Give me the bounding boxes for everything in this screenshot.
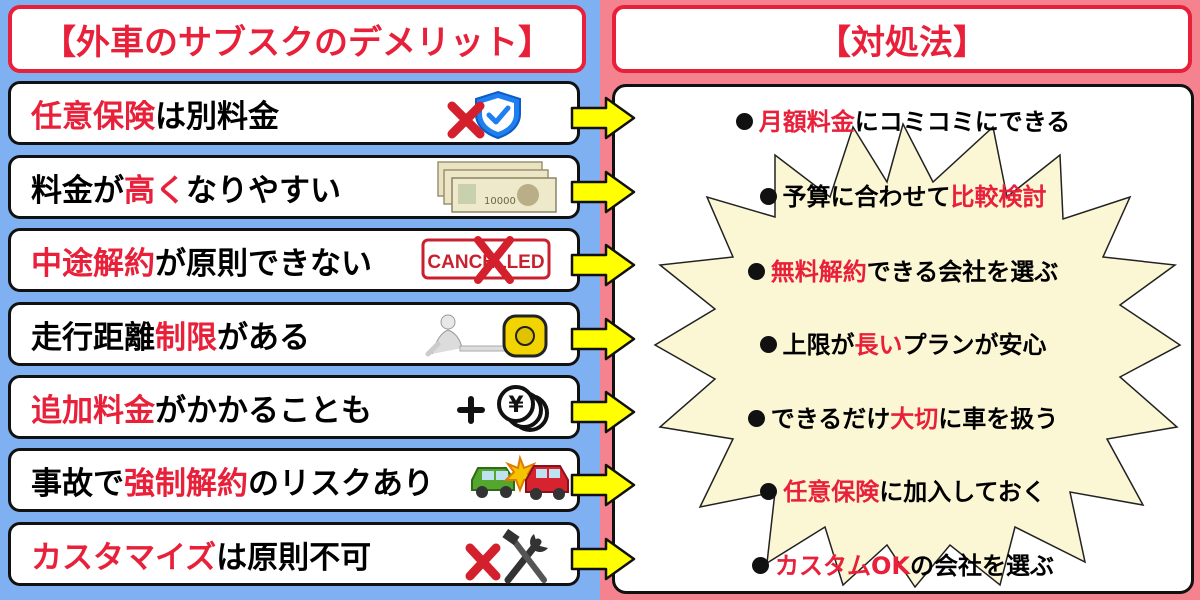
demerit-6-part-2: 強制解約	[124, 465, 248, 502]
bullet-dot	[735, 113, 753, 130]
demerit-5-part-1: 追加料金	[31, 392, 155, 429]
solution-4-part-3: プランが安心	[902, 331, 1047, 359]
no-tools-icon	[465, 528, 548, 584]
demerit-3-part-1: 中途解約	[31, 245, 155, 282]
solution-3-part-1: 無料解約	[770, 258, 867, 286]
demerit-3-part-2: が原則できない	[155, 245, 372, 282]
solution-2: 予算に合わせて比較検討	[612, 177, 1194, 212]
solution-6-part-1: 任意保険	[783, 478, 880, 506]
solutions-header-text: 【対処法】	[817, 22, 987, 63]
demerit-row-5: 追加料金がかかることも	[8, 375, 580, 439]
solution-1: 月額料金にコミコミにできる	[612, 102, 1194, 137]
solutions-panel	[612, 84, 1194, 594]
demerits-header: 【外車のサブスクのデメリット】	[8, 5, 586, 73]
burst-shape	[653, 121, 1182, 589]
demerit-4-part-3: がある	[217, 319, 310, 356]
solution-2-part-1: 予算に合わせて	[782, 183, 951, 211]
tape-measure-icon	[425, 314, 548, 358]
demerit-2-part-2: 高く	[124, 172, 186, 209]
car-crash-icon	[471, 454, 569, 500]
banknotes-icon: 10000	[437, 161, 557, 213]
bullet-dot	[747, 410, 765, 427]
demerits-header-text: 【外車のサブスクのデメリット】	[42, 22, 552, 63]
demerit-4-part-1: 走行距離	[31, 319, 155, 356]
demerit-row-4: 走行距離制限がある	[8, 302, 580, 366]
demerit-2-part-1: 料金が	[31, 172, 124, 209]
demerit-7-part-2: は原則不可	[216, 539, 372, 576]
solution-6: 任意保険に加入しておく	[612, 472, 1194, 507]
bullet-dot	[759, 188, 777, 205]
demerit-6-part-1: 事故で	[31, 465, 124, 502]
solution-7-part-2: の会社を選ぶ	[910, 552, 1054, 580]
arrow-right-icon	[570, 170, 636, 214]
bullet-dot	[759, 336, 777, 353]
demerit-6-part-3: のリスクあり	[248, 465, 434, 502]
solution-5-part-3: に車を扱う	[938, 405, 1059, 433]
arrow-right-icon	[570, 243, 636, 287]
solution-7-part-1: カスタムOK	[775, 552, 910, 580]
no-insurance-icon	[447, 90, 521, 140]
arrow-right-icon	[570, 96, 636, 140]
solution-4-part-2: 長い	[854, 331, 903, 359]
solution-7: カスタムOKの会社を選ぶ	[612, 546, 1194, 581]
bullet-dot	[752, 557, 769, 574]
demerit-4-part-2: 制限	[155, 319, 217, 356]
yen-symbol: ¥	[508, 393, 524, 418]
solution-4: 上限が長いプランが安心	[612, 325, 1194, 360]
solution-6-part-2: に加入しておく	[879, 478, 1046, 506]
demerit-5-part-2: がかかることも	[155, 392, 372, 429]
solution-1-part-2: にコミコミにできる	[854, 108, 1071, 136]
add-coins-icon: ¥	[457, 385, 549, 432]
solution-5-part-1: できるだけ	[770, 405, 891, 433]
arrow-right-icon	[570, 537, 636, 581]
solution-5-part-2: 大切	[890, 405, 939, 433]
arrow-right-icon	[570, 390, 636, 434]
solution-3-part-2: できる会社を選ぶ	[866, 258, 1059, 286]
cancelled-stamp-icon: CANCELLED	[421, 236, 551, 284]
solutions-header: 【対処法】	[612, 5, 1192, 73]
demerit-1-part-2: は別料金	[155, 98, 279, 135]
banknote-value: 10000	[484, 196, 516, 207]
cancelled-stamp-text: CANCELLED	[427, 252, 544, 273]
bullet-dot	[760, 483, 778, 500]
solution-3: 無料解約できる会社を選ぶ	[612, 252, 1194, 287]
bullet-dot	[747, 263, 765, 280]
demerit-7-part-1: カスタマイズ	[31, 539, 217, 576]
solution-2-part-2: 比較検討	[950, 183, 1047, 211]
demerit-1-part-1: 任意保険	[31, 98, 155, 135]
arrow-right-icon	[570, 317, 636, 361]
demerit-2-part-3: なりやすい	[186, 172, 341, 209]
arrow-right-icon	[570, 463, 636, 507]
solution-1-part-1: 月額料金	[758, 108, 855, 136]
solution-5: できるだけ大切に車を扱う	[612, 399, 1194, 434]
solution-4-part-1: 上限が	[782, 331, 855, 359]
